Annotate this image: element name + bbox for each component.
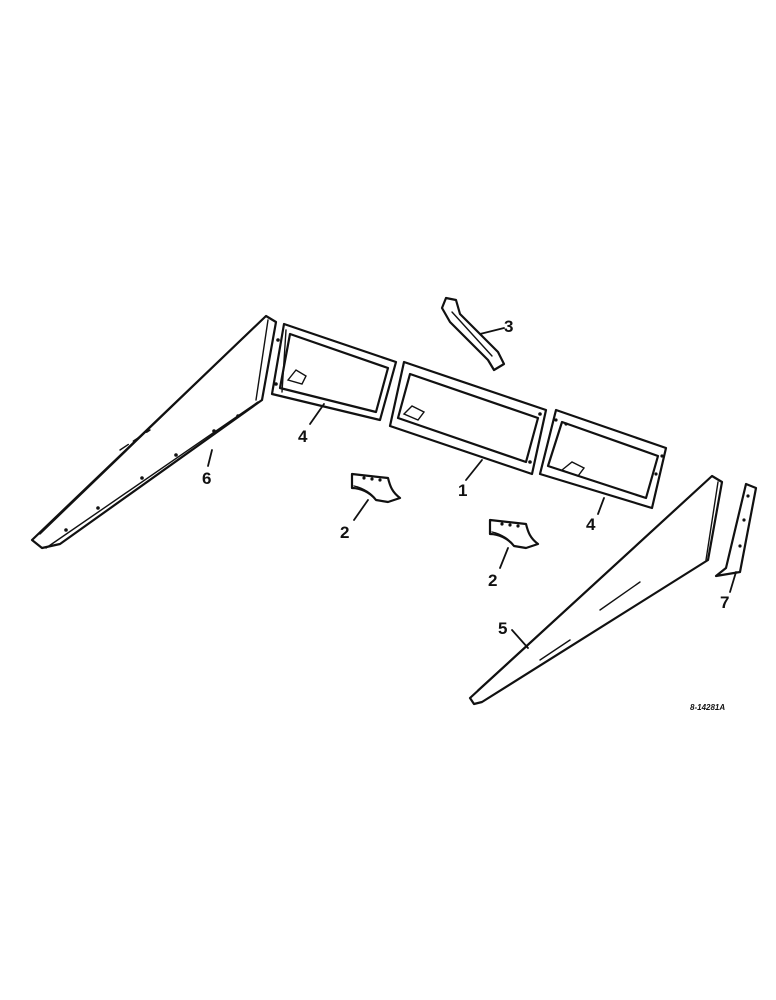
leader-2-lower [499,547,509,569]
callout-7: 7 [720,593,729,612]
part-4-right-frame [538,408,668,510]
part-3-bracket [440,296,506,372]
callout-4-right: 4 [586,515,596,534]
callout-5: 5 [498,619,507,638]
leader-1 [465,459,483,481]
callout-6: 6 [202,469,211,488]
figure-reference: 8-14281A [690,703,725,712]
callout-2-upper: 2 [340,523,349,542]
leader-4-right [597,497,605,515]
leader-3 [479,327,505,335]
leader-lines [207,327,737,649]
callout-4-left: 4 [298,427,308,446]
part-5-right-side-board [468,474,724,706]
leader-6 [207,449,213,467]
leader-7 [729,571,737,593]
part-2-lower-plate [488,518,540,550]
callout-2-lower: 2 [488,571,497,590]
leader-2-upper [353,499,369,521]
part-7-side-bracket [714,482,758,578]
callout-3: 3 [504,317,513,336]
part-4-left-frame [270,322,398,422]
part-1-center-frame [388,360,548,476]
leader-4-left [309,403,325,425]
part-2-upper-plate [350,472,402,504]
part-6-left-side-board [30,314,278,550]
leader-5 [511,629,529,649]
callout-1: 1 [458,481,467,500]
